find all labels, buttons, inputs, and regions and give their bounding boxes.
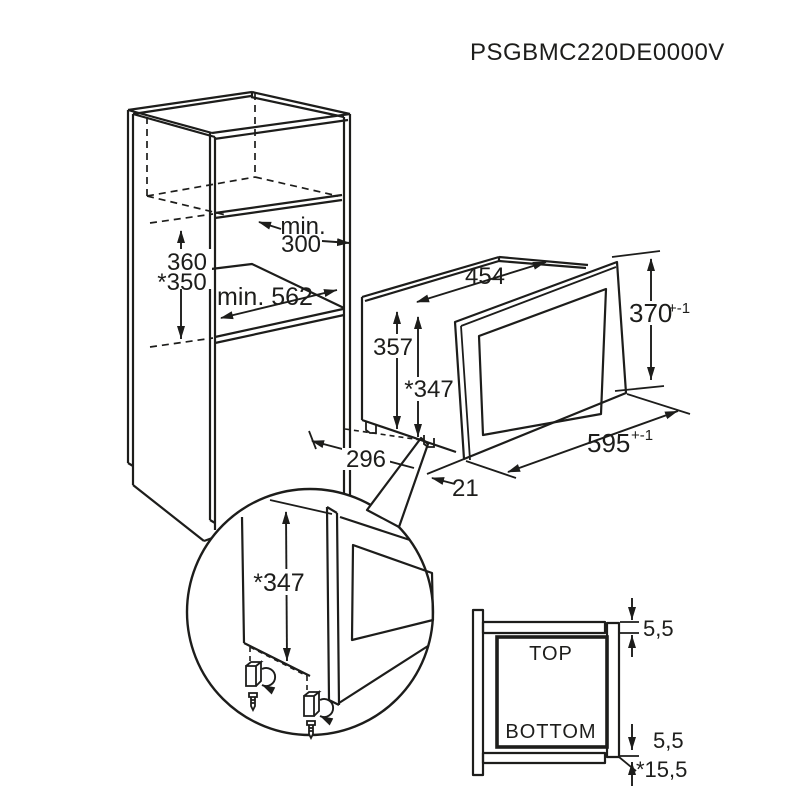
section-top-shelf — [481, 620, 607, 635]
dim-frame-overlap: 21 — [426, 458, 479, 502]
body-width-label: 454 — [465, 263, 505, 290]
bottom-overlap-label: 5,5 — [653, 728, 684, 753]
front-height-tolerance: +-1 — [668, 300, 690, 317]
depth-clearance-label: 296 — [346, 446, 386, 473]
dim-bottom-overlap: 5,5 *15,5 — [618, 724, 687, 786]
rotate-arrow-icon — [261, 667, 276, 695]
cabinet-drawing: 360 *350 min. 300 min. 562 — [126, 90, 352, 543]
fixing-block-icon — [245, 660, 276, 713]
dim-front-width: 595 +-1 — [465, 393, 691, 479]
section-bottom-label: BOTTOM — [505, 721, 596, 743]
frame-overlap-label: 21 — [452, 475, 479, 502]
detail-circle: *347 — [185, 487, 435, 741]
front-width-label: 595 — [587, 428, 630, 458]
section-bottom-shelf — [481, 751, 607, 765]
niche-height-alt-label: *350 — [157, 269, 206, 296]
dim-top-overlap: 5,5 — [620, 598, 674, 657]
niche-depth-value: 300 — [281, 231, 321, 258]
model-code-title: PSGBMC220DE0000V — [470, 39, 725, 66]
dim-niche-depth: min. 300 — [258, 213, 351, 258]
oven-drawing: 454 357 *347 370 +-1 595 +-1 — [308, 250, 691, 502]
rotate-arrow-icon — [319, 698, 334, 726]
dim-body-height: 357 — [371, 311, 417, 429]
front-width-tolerance: +-1 — [631, 427, 653, 444]
dim-body-height-alt: *347 — [403, 316, 455, 437]
body-height-alt-label: *347 — [404, 376, 453, 403]
label-backing — [342, 448, 390, 470]
dim-niche-width: min. 562 — [217, 283, 338, 320]
screw-icon — [248, 692, 258, 713]
detail-height-label: *347 — [253, 569, 304, 597]
label-backing — [371, 334, 417, 358]
bottom-offset-label: *15,5 — [636, 757, 687, 782]
dim-niche-height: 360 *350 — [152, 230, 212, 339]
hidden-edges — [146, 93, 339, 348]
dim-depth-clearance: 296 — [308, 430, 415, 473]
label-backing — [403, 377, 455, 401]
section-oven-body — [495, 635, 609, 749]
cross-section-drawing: TOP BOTTOM 5,5 5,5 *15,5 — [471, 598, 687, 786]
dim-front-height: 370 +-1 — [611, 250, 690, 392]
top-overlap-label: 5,5 — [643, 616, 674, 641]
niche-depth-prefix: min. — [280, 213, 325, 240]
screw-icon — [306, 720, 316, 741]
front-height-label: 370 — [629, 298, 672, 328]
section-side-wall — [471, 608, 485, 777]
niche-height-label: 360 — [167, 249, 207, 276]
oven-feet — [365, 421, 435, 448]
label-backing — [252, 569, 308, 595]
label-backing — [629, 301, 669, 325]
section-top-label: TOP — [529, 643, 573, 665]
dim-detail-height: *347 — [252, 511, 308, 662]
label-backing — [152, 249, 212, 289]
dim-body-width: 454 — [416, 261, 547, 303]
body-height-label: 357 — [373, 334, 413, 361]
fixing-block-icon — [303, 690, 334, 741]
niche-width-label: min. 562 — [217, 283, 313, 311]
